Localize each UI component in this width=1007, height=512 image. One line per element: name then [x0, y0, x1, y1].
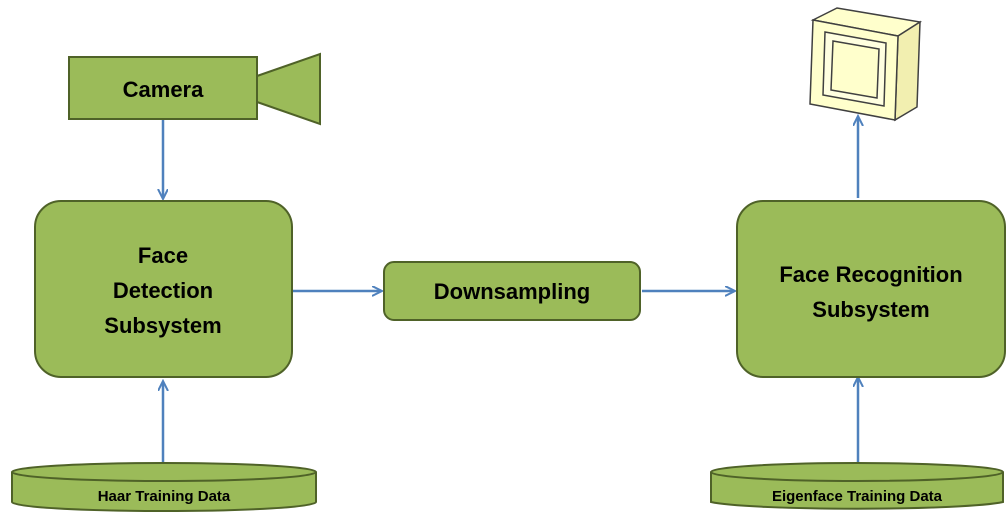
eigenface-training-data-node: Eigenface Training Data	[710, 462, 1004, 510]
haar-cylinder-body	[11, 472, 317, 512]
camera-lens-icon	[256, 52, 321, 126]
face-detection-box	[34, 200, 293, 378]
eigenface-cylinder-top	[710, 462, 1004, 482]
face-recognition-box	[736, 200, 1006, 378]
eigenface-training-data-label: Eigenface Training Data	[772, 488, 943, 505]
haar-training-data-label: Haar Training Data	[98, 488, 231, 505]
monitor-screen-inner	[830, 40, 880, 99]
downsampling-box	[383, 261, 641, 321]
face-detection-node: Face Detection Subsystem	[34, 200, 293, 378]
haar-training-data-node: Haar Training Data	[11, 462, 317, 512]
camera-body	[68, 56, 258, 120]
monitor-side-face	[894, 20, 921, 122]
face-detection-label-line-2: Detection	[113, 278, 213, 303]
camera-label: Camera	[123, 77, 204, 102]
eigenface-cylinder-body	[710, 472, 1004, 510]
face-recognition-node: Face Recognition Subsystem	[736, 200, 1006, 378]
arrows	[163, 117, 858, 463]
downsampling-node: Downsampling	[383, 261, 641, 321]
monitor-icon	[809, 7, 923, 122]
haar-cylinder-top	[11, 462, 317, 482]
face-detection-label-line-3: Subsystem	[104, 313, 221, 338]
face-recognition-label-line-1: Face Recognition	[779, 262, 962, 287]
face-detection-label-line-1: Face	[138, 243, 188, 268]
camera-node: Camera	[68, 52, 321, 126]
downsampling-label: Downsampling	[434, 279, 590, 304]
face-recognition-label-line-2: Subsystem	[812, 297, 929, 322]
